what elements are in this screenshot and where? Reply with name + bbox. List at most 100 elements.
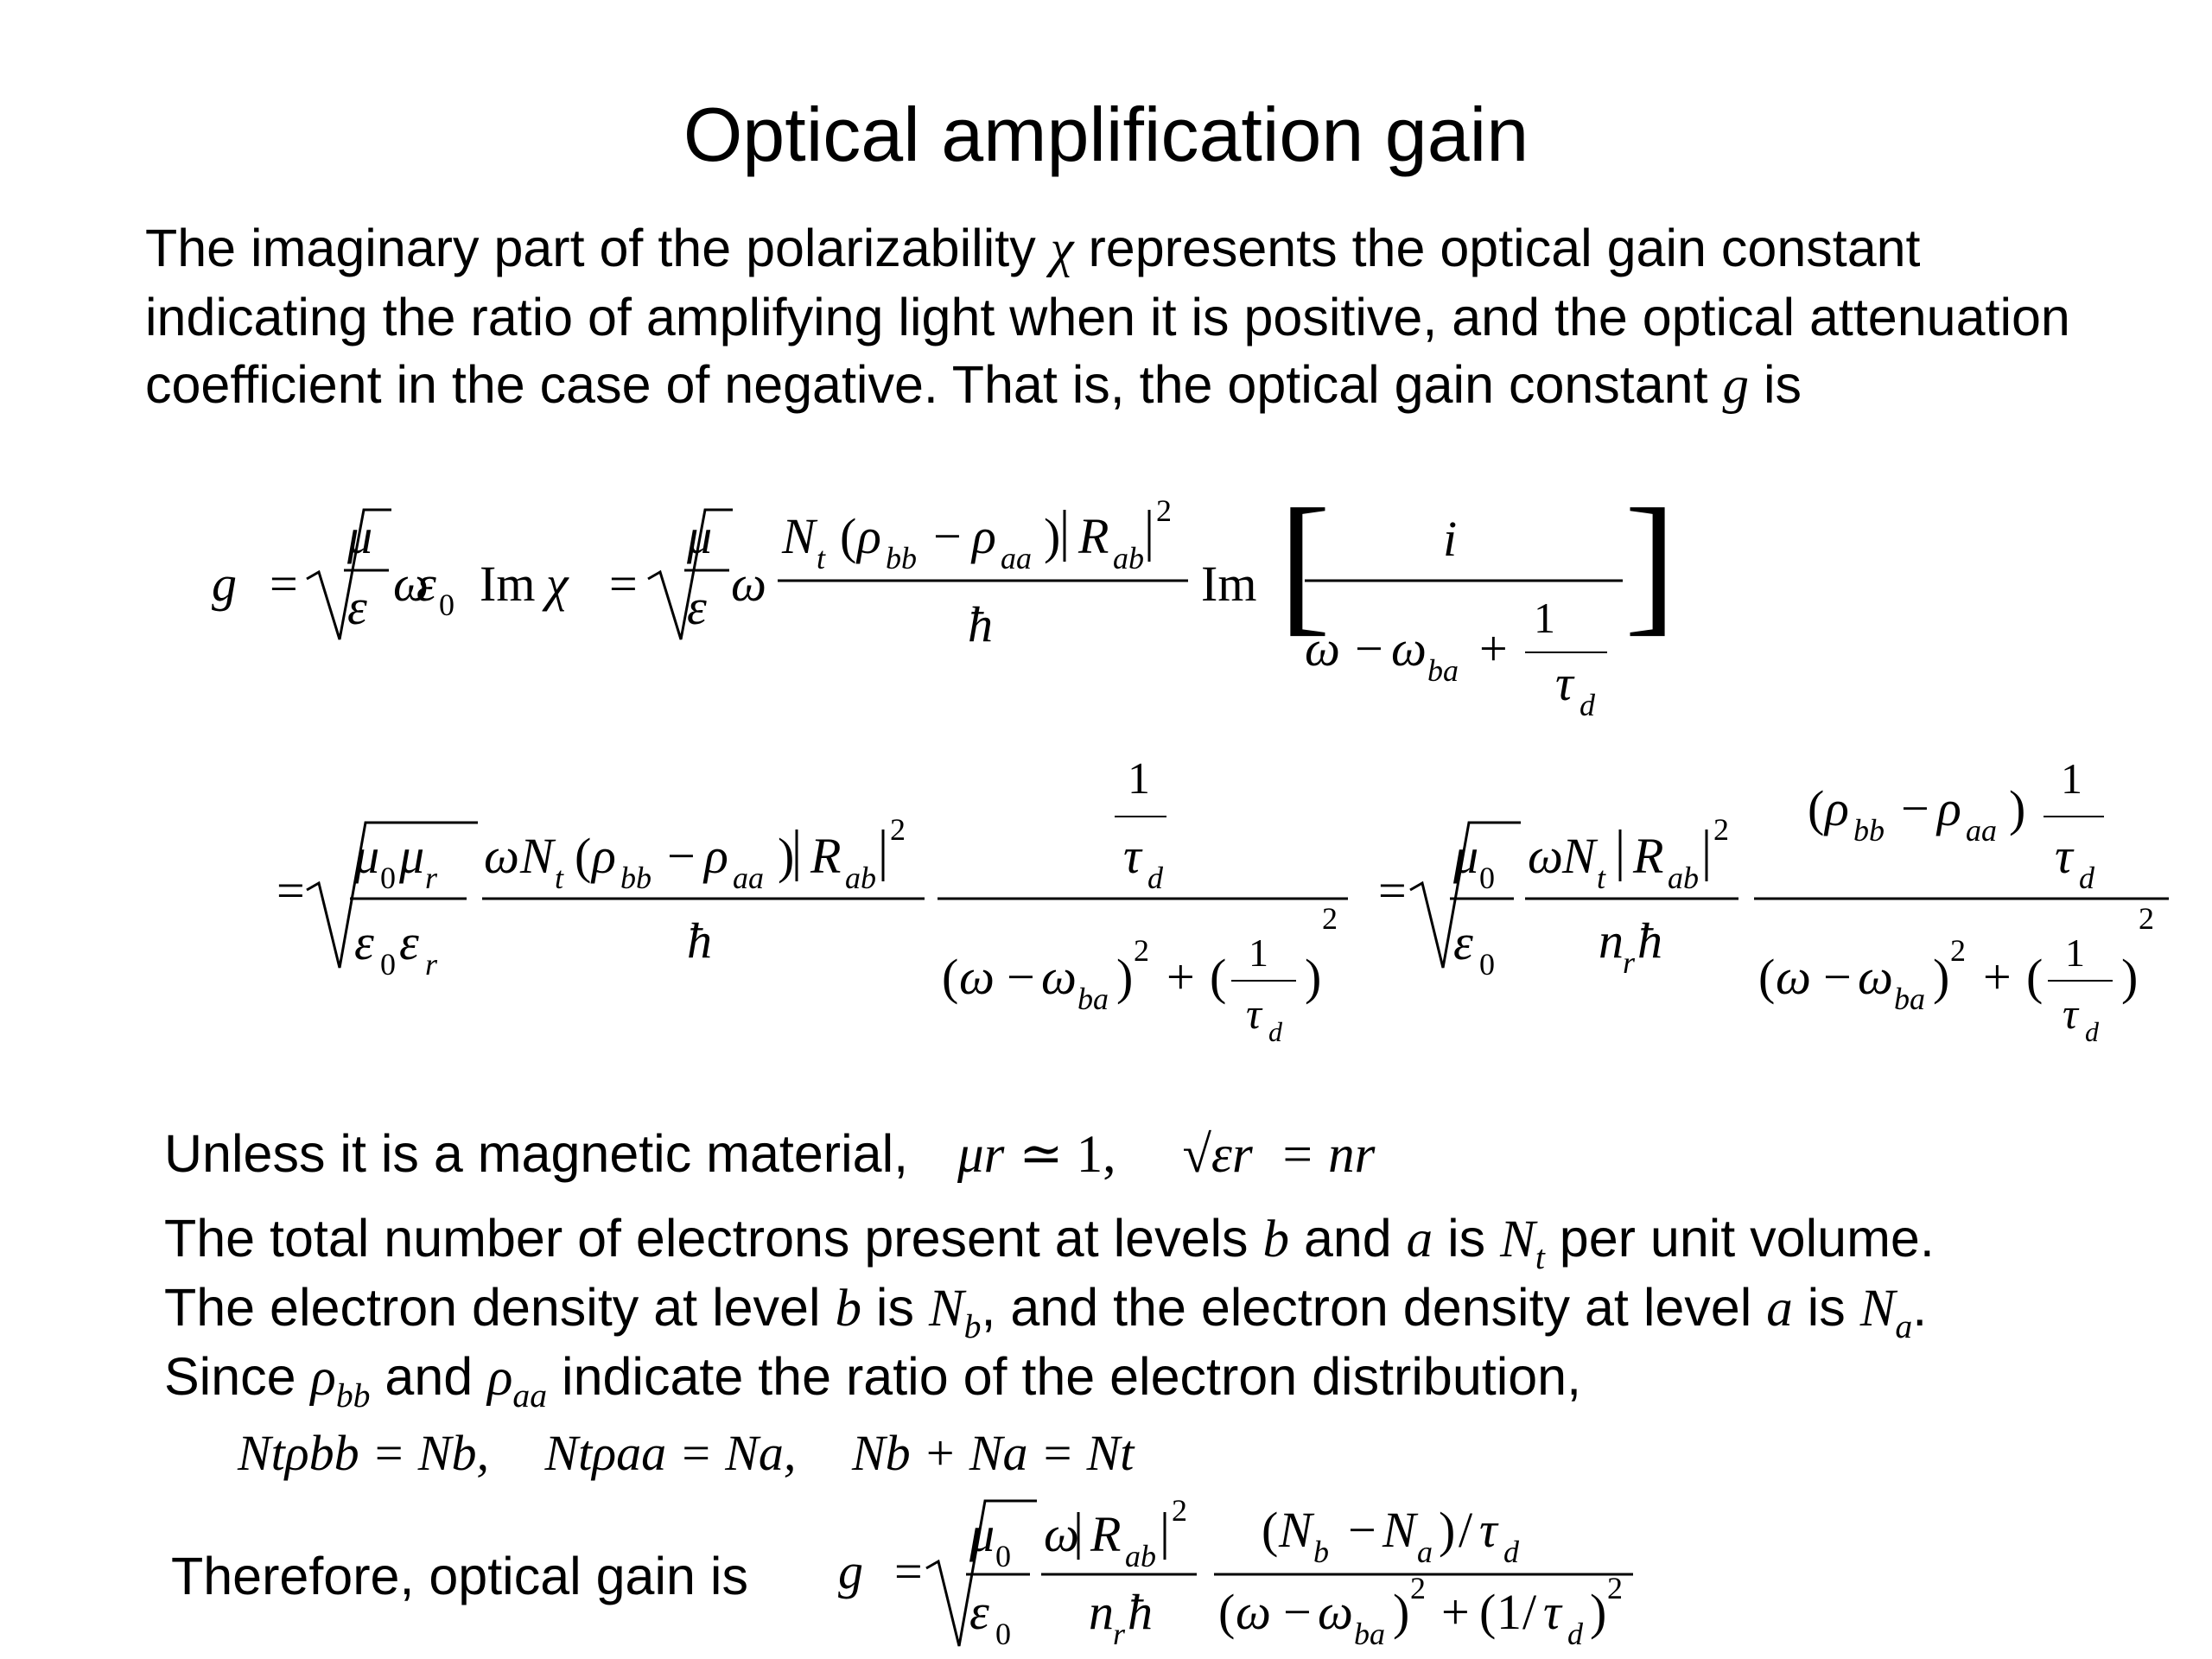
eq-rpar: ) [1590,1584,1606,1640]
eq-omega: ω [1236,1584,1271,1640]
eq-im-2: Im [1201,556,1256,612]
eq-sub-zero: 0 [380,861,396,895]
relation-1: Ntρbb = Nb, [238,1425,489,1481]
eq-omega: ω [1041,949,1077,1005]
eq-g: g [838,1543,863,1599]
eq-tau: τ [1555,655,1575,711]
eq-tau: τ [2055,828,2075,884]
electron-line-3: Since ρbb and ρaa indicate the ratio of … [164,1343,1935,1413]
electron-line-1: The total number of electrons present at… [164,1205,1935,1274]
eq-mu: μ [686,508,712,564]
eq-lbrace: [ [1279,477,1331,649]
sqrt-sign [647,508,733,640]
var-N: N [1500,1211,1535,1268]
eq-tau: τ [1246,989,1263,1038]
eq-eps: ε [969,1584,989,1640]
eq-N: N [781,508,818,564]
eq-lpar: ( [575,828,591,884]
eq-im: Im [480,556,535,612]
eq-eps: ε [399,914,419,970]
eq-sub-d: d [2085,1016,2100,1047]
eq-N: N [519,828,556,884]
eq-sub-zero: 0 [439,588,454,622]
eq-one: 1 [2065,931,2085,975]
eq-g: g [212,556,237,612]
intro-paragraph: The imaginary part of the polarizability… [145,214,2070,420]
eq-R: R [1632,828,1663,884]
eq-rho: ρ [1823,780,1849,836]
sqrt-sign [925,1499,1037,1647]
eq-N: N [1561,828,1599,884]
eq-equals: = [270,556,298,612]
text: The electron density at level [164,1278,836,1337]
eq-sub-d: d [1503,1535,1520,1569]
eq-n: n [1599,912,1624,969]
eq-slash: / [1459,1502,1473,1558]
eq-sub-ba: ba [1427,653,1459,688]
eq-rho: ρ [590,828,616,884]
eq-sub-d: d [1147,861,1164,895]
intro-line-2: indicating the ratio of amplifying light… [145,288,2070,346]
eq-sub-r: r [425,861,438,895]
var-b: b [835,1280,861,1338]
electron-paragraph: The total number of electrons present at… [164,1205,1935,1413]
eq-lpar: ( [1218,1584,1235,1640]
eq-one: 1 [2061,754,2082,803]
eq-mu: μ [398,828,424,884]
eq-minus: − [1823,949,1852,1005]
eq-sub-zero: 0 [995,1617,1011,1651]
sqrt-sign [1409,821,1521,969]
relations-line: Ntρbb = Nb, Ntρaa = Na, Nb + Na = Nt [238,1424,1134,1482]
relation-3: Nb + Na = Nt [851,1425,1135,1481]
eq-sub-t: t [555,861,564,895]
eq-rbrace: ] [1624,477,1676,649]
eq-tau: τ [1479,1502,1499,1558]
eq-R: R [1090,1506,1121,1562]
eq-omega: ω [1776,949,1811,1005]
eq-rpar: ) [2121,949,2138,1005]
eq-rpar: ) [1305,949,1321,1005]
equals-n-r: = nr [1279,1126,1376,1184]
eq-rho: ρ [702,828,728,884]
eq-lpar: ( [1479,1584,1496,1640]
eq-rpar: ) [778,828,794,884]
eq-chi: χ [542,556,569,612]
eq-minus: − [1355,620,1383,677]
eq-plus: + [1983,949,2012,1005]
var-b: b [1262,1211,1290,1268]
magnetic-line: Unless it is a magnetic material, μr ≃ 1… [164,1120,1375,1189]
eq-lpar: ( [2026,949,2043,1005]
eq-mu: μ [346,508,372,564]
eq-sub-r: r [1113,1617,1126,1651]
eq-rpar: ) [1044,508,1060,564]
eq-sub-bb: bb [1853,813,1885,848]
intro-line-1: The imaginary part of the polarizability… [145,214,2070,283]
eq-tau: τ [1123,828,1143,884]
page-title: Optical amplification gain [683,92,1529,177]
eq-omega: ω [1318,1584,1353,1640]
eq-sub-ba: ba [1354,1617,1385,1651]
eq-hbar: ħ [687,912,712,969]
eq-sub-d: d [1268,1016,1283,1047]
eq-lpar: ( [1808,780,1824,836]
eq-sub-zero: 0 [1479,947,1495,982]
sub-b: b [963,1306,982,1345]
eq-sub-d: d [1567,1617,1584,1651]
eq-minus: − [1348,1502,1376,1558]
var-N: N [928,1280,964,1338]
eq-lpar: ( [1210,949,1226,1005]
eq-R: R [810,828,841,884]
eq-mu: μ [353,828,379,884]
eq-rpar: ) [1933,949,1949,1005]
eq-omega: ω [1044,1506,1079,1562]
eq-sup-2: 2 [1156,493,1172,528]
eq-sub-ab: ab [1125,1539,1156,1573]
eq-sub-zero: 0 [995,1539,1011,1573]
eq-sup-2: 2 [1607,1571,1623,1605]
eq-hbar: ħ [968,596,993,652]
eq-sub-t: t [817,541,826,575]
text: Since [164,1347,311,1406]
text: The total number of electrons present at… [164,1209,1263,1268]
eq-sub-aa: aa [1001,541,1032,575]
approx-one: ≃ 1, [1019,1126,1116,1184]
